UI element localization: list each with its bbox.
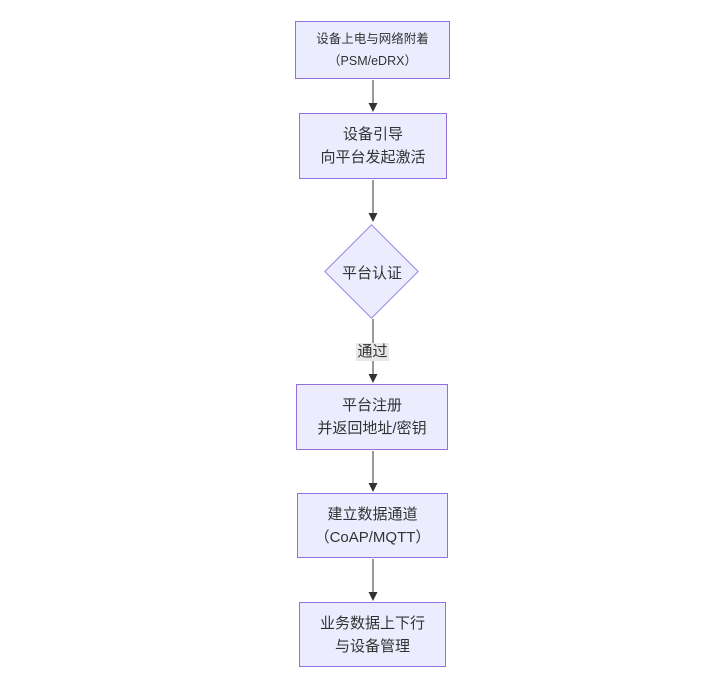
node-business-data-line1: 业务数据上下行 — [319, 614, 425, 632]
node-bootstrap: 设备引导 向平台发起激活 — [299, 113, 447, 179]
node-data-channel: 建立数据通道 （CoAP/MQTT） — [297, 493, 448, 558]
edge-platform-register-to-data-channel — [368, 451, 378, 492]
edge-label-pass: 通过 — [356, 343, 389, 361]
arrowhead-down-icon — [368, 374, 378, 383]
node-bootstrap-line1: 设备引导 — [342, 126, 403, 143]
edge-data-channel-to-business-data — [368, 559, 378, 601]
node-data-channel-line1: 建立数据通道 — [327, 505, 418, 523]
node-data-channel-line2: （CoAP/MQTT） — [314, 528, 431, 546]
node-power-attach-line1: 设备上电与网络附着 — [316, 32, 429, 46]
edge-bootstrap-to-platform-auth — [368, 180, 378, 222]
node-platform-register: 平台注册 并返回地址/密钥 — [296, 384, 448, 450]
node-power-attach-line2: （PSM/eDRX） — [328, 54, 417, 68]
arrowhead-down-icon — [368, 483, 378, 492]
arrowhead-down-icon — [368, 213, 378, 222]
node-platform-auth-label: 平台认证 — [341, 264, 402, 282]
node-business-data: 业务数据上下行 与设备管理 — [299, 602, 446, 667]
edge-power-attach-to-bootstrap — [368, 80, 378, 112]
node-business-data-line2: 与设备管理 — [334, 637, 410, 655]
arrowhead-down-icon — [368, 103, 378, 112]
node-platform-register-line2: 并返回地址/密钥 — [317, 420, 427, 437]
node-bootstrap-line2: 向平台发起激活 — [320, 149, 426, 166]
node-platform-auth: 平台认证 — [324, 224, 420, 320]
node-platform-register-line1: 平台注册 — [341, 397, 402, 414]
node-power-attach: 设备上电与网络附着 （PSM/eDRX） — [295, 21, 450, 79]
arrowhead-down-icon — [368, 592, 378, 601]
